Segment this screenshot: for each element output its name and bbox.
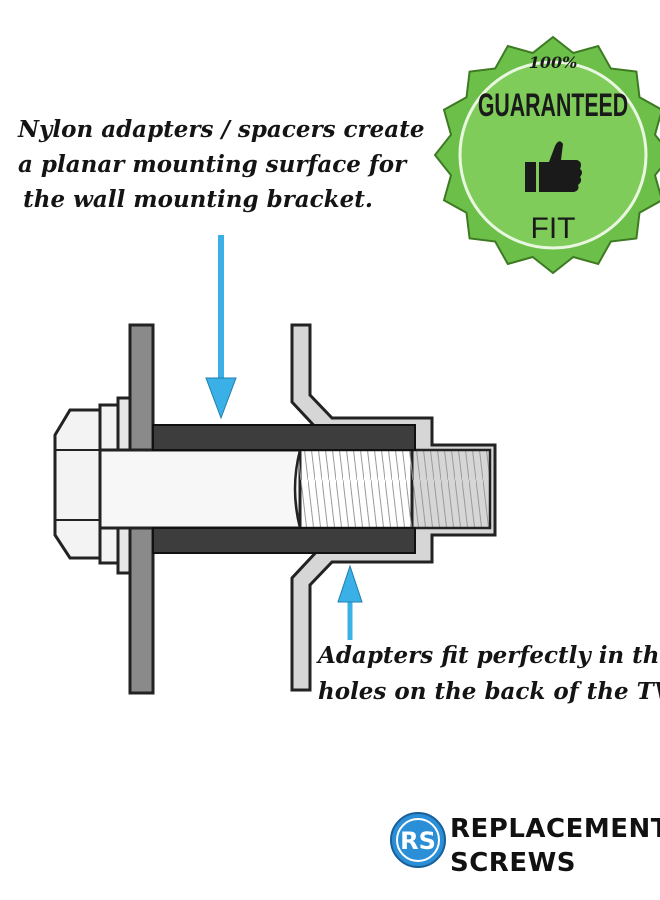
spacer-caption-line-2: a planar mounting surface for [18,151,407,178]
bottom-callout-arrow [337,564,363,640]
brand-monogram: RS [400,827,436,855]
brand-line-1: REPLACEMENT [450,814,660,844]
badge-fit: FIT [531,212,576,245]
thumbs-up-icon [525,141,582,192]
top-callout-arrow [205,235,237,420]
spacer-caption-line-3: the wall mounting bracket. [23,186,373,213]
brand-wordmark: REPLACEMENT SCREWS [450,812,660,880]
bolt-threads [293,448,492,530]
bolt-head [53,408,102,560]
spacer-caption: Nylon adapters / spacers create a planar… [18,112,425,217]
badge-guaranteed: GUARANTEED [478,87,628,124]
fit-caption-line-2: holes on the back of the TV [318,678,660,705]
brand-logo-mark: RS [390,812,446,868]
guarantee-badge: 100% GUARANTEED FIT [433,35,660,275]
brand-line-2: SCREWS [450,848,576,878]
nylon-spacer-bottom [152,527,416,554]
fit-caption: Adapters fit perfectly in the holes on t… [318,638,660,710]
bolt-shank [98,448,302,530]
badge-percent: 100% [529,53,578,72]
fit-caption-line-1: Adapters fit perfectly in the [318,642,660,669]
nylon-spacer-top [152,424,416,451]
spacer-caption-line-1: Nylon adapters / spacers create [18,116,425,143]
